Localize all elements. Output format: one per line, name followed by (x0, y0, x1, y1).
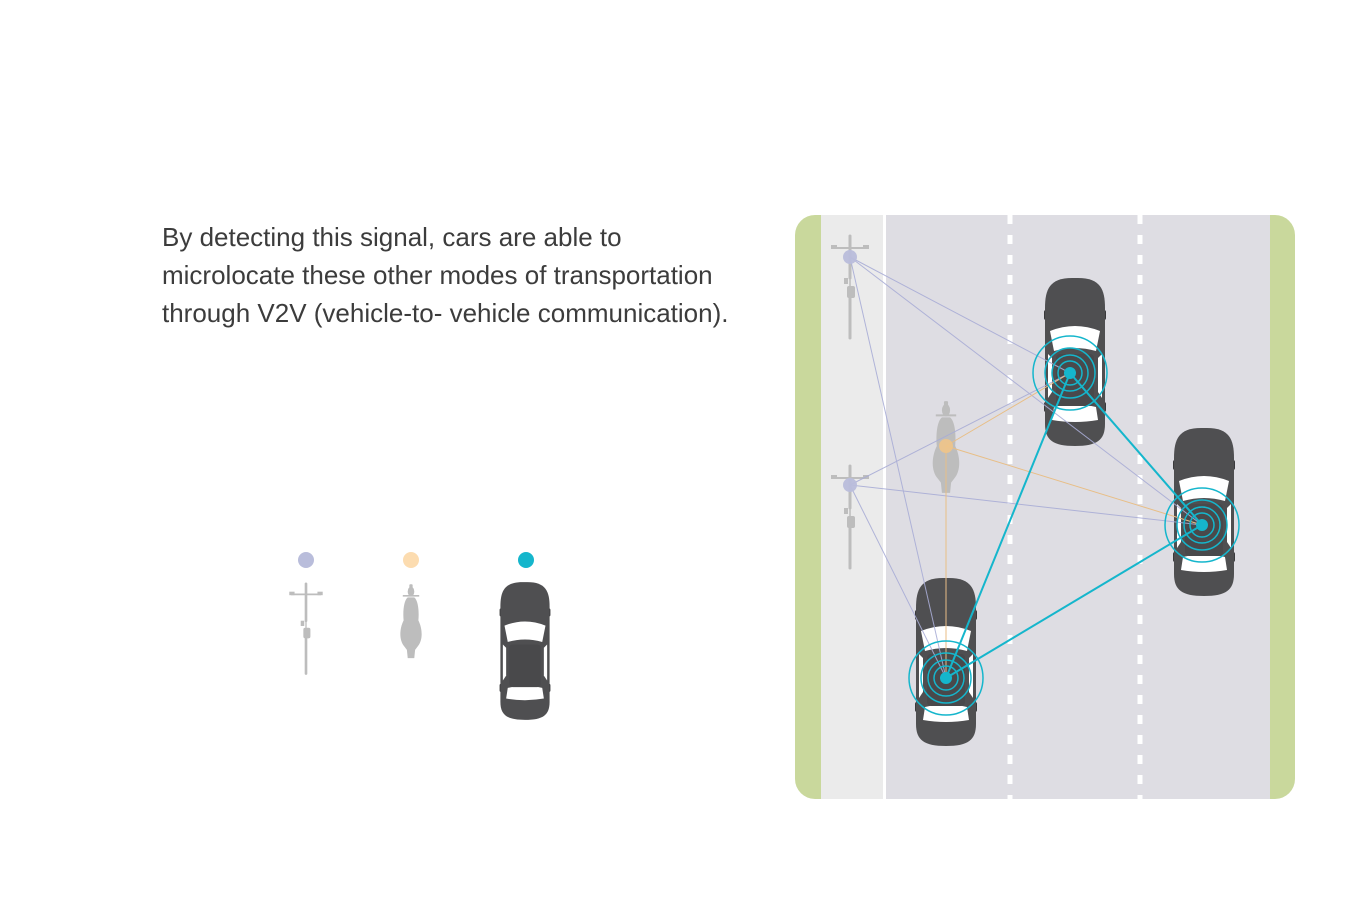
car-icon (499, 582, 551, 720)
lane-edge-line (883, 215, 886, 799)
motorcycle-signal-links (945, 372, 1203, 678)
grass-strip-right (1270, 215, 1295, 799)
car-signal-links (945, 372, 1203, 679)
bicycle-signal-dot (298, 552, 314, 568)
grass-strip-left (795, 215, 821, 799)
car-signal-dot (940, 672, 952, 684)
car-signal-dot (518, 552, 534, 568)
motorcycle-signal-dot (939, 439, 953, 453)
description-line-3: through V2V (vehicle-to- vehicle communi… (162, 298, 729, 328)
car-signal-dot (1196, 519, 1208, 531)
car-signal-dot (1064, 367, 1076, 379)
bike-lane (821, 215, 883, 799)
description-line-2: microlocate these other modes of transpo… (162, 260, 713, 290)
motorcycle-signal-dot (403, 552, 419, 568)
description-text: By detecting this signal, cars are able … (162, 218, 782, 332)
legend (287, 552, 551, 720)
bicycle-signal-dot (843, 478, 857, 492)
bicycle-signal-links (849, 256, 1203, 679)
car (1173, 428, 1235, 596)
road-scene (795, 215, 1295, 799)
description-line-1: By detecting this signal, cars are able … (162, 222, 622, 252)
bicycle-signal-dot (843, 250, 857, 264)
car-signal-rings (908, 335, 1240, 716)
motorcycle-icon (399, 583, 423, 659)
bicycle-icon (287, 582, 325, 675)
